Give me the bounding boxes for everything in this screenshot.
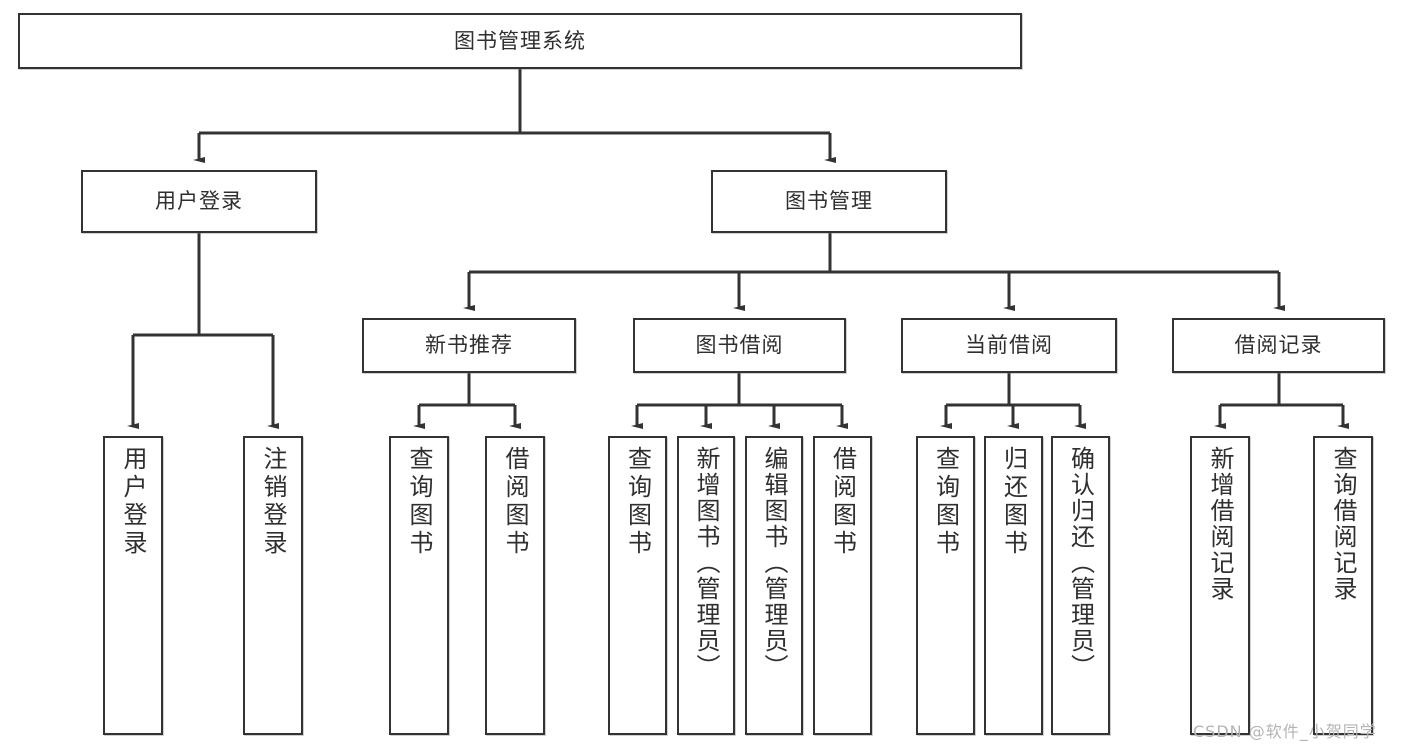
leaf-node-label: 借阅图书 <box>501 446 529 558</box>
leaf-node-label: 编辑图书（管理员） <box>760 446 788 680</box>
node-root-label: 图书管理系统 <box>454 28 586 53</box>
leaf-node[interactable]: 查询图书 <box>608 436 667 735</box>
leaf-node[interactable]: 编辑图书（管理员） <box>745 436 803 735</box>
leaf-node-label: 查询图书 <box>405 446 433 558</box>
leaf-node[interactable]: 用户登录 <box>103 436 163 735</box>
leaf-node[interactable]: 确认归还（管理员） <box>1051 436 1110 735</box>
leaf-node[interactable]: 查询借阅记录 <box>1313 436 1373 735</box>
leaf-node[interactable]: 新增图书（管理员） <box>677 436 735 735</box>
node-new-book-recommend-label: 新书推荐 <box>425 333 513 358</box>
node-current-borrow[interactable]: 当前借阅 <box>901 318 1117 373</box>
leaf-node-label: 借阅图书 <box>828 446 857 558</box>
leaf-node-label: 确认归还（管理员） <box>1066 446 1095 680</box>
leaf-node-label: 新增借阅记录 <box>1206 446 1234 602</box>
leaf-node-label: 查询借阅记录 <box>1329 446 1357 602</box>
node-borrow-record[interactable]: 借阅记录 <box>1172 318 1385 373</box>
leaf-node[interactable]: 归还图书 <box>984 436 1043 735</box>
node-borrow-record-label: 借阅记录 <box>1234 333 1323 358</box>
leaf-node-label: 查询图书 <box>623 446 652 558</box>
leaf-node[interactable]: 注销登录 <box>243 436 303 735</box>
csdn-watermark: CSDN @软件_小贺同学 <box>1193 722 1377 741</box>
node-new-book-recommend[interactable]: 新书推荐 <box>362 318 576 373</box>
node-user-login[interactable]: 用户登录 <box>81 170 317 233</box>
node-root[interactable]: 图书管理系统 <box>18 13 1022 69</box>
leaf-node[interactable]: 查询图书 <box>389 436 449 735</box>
node-user-login-label: 用户登录 <box>155 189 243 214</box>
leaf-node-label: 查询图书 <box>931 446 960 558</box>
leaf-node-label: 归还图书 <box>999 446 1028 558</box>
leaf-node[interactable]: 借阅图书 <box>813 436 872 735</box>
leaf-node[interactable]: 新增借阅记录 <box>1190 436 1250 735</box>
node-book-management[interactable]: 图书管理 <box>711 170 947 233</box>
leaf-node[interactable]: 借阅图书 <box>485 436 545 735</box>
leaf-node[interactable]: 查询图书 <box>916 436 975 735</box>
leaf-node-label: 注销登录 <box>259 446 287 558</box>
node-current-borrow-label: 当前借阅 <box>965 333 1053 358</box>
leaf-node-label: 新增图书（管理员） <box>692 446 720 680</box>
node-book-borrow[interactable]: 图书借阅 <box>633 318 846 373</box>
leaf-node-label: 用户登录 <box>119 446 147 558</box>
node-book-borrow-label: 图书借阅 <box>695 333 784 358</box>
node-book-management-label: 图书管理 <box>785 189 873 214</box>
